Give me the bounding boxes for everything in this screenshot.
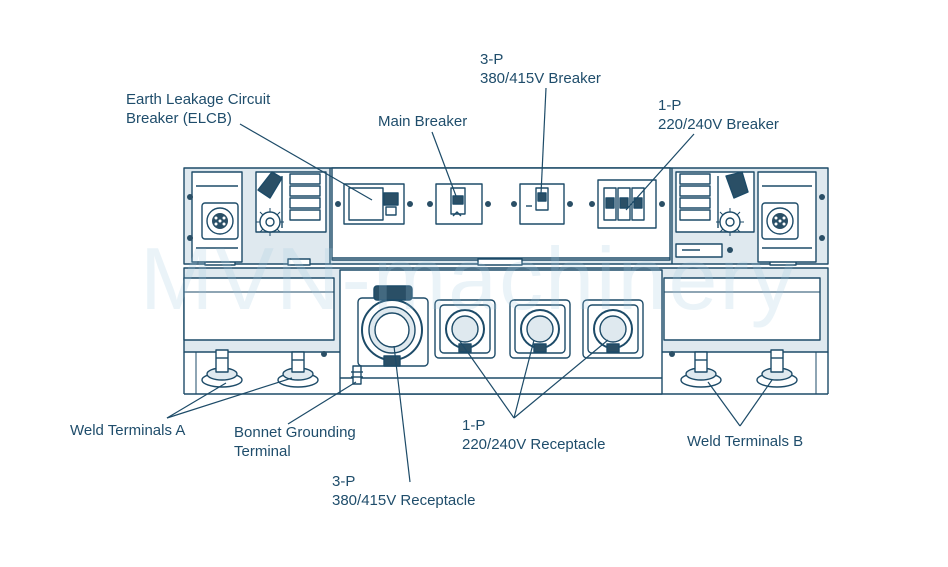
single-phase-breaker-label-line-2: 220/240V Breaker bbox=[658, 116, 779, 133]
single-phase-receptacle-1-icon bbox=[434, 299, 496, 359]
elcb-label-line-2: Breaker (ELCB) bbox=[126, 110, 232, 127]
bonnet-grounding-terminal-icon bbox=[351, 365, 363, 385]
elcb-label-line-1: Earth Leakage Circuit bbox=[126, 91, 271, 108]
single-phase-receptacle-label-line-1: 1-P bbox=[462, 417, 486, 434]
three-phase-receptacle-label-line-1: 3-P bbox=[332, 473, 356, 490]
leader-lines bbox=[166, 87, 773, 483]
single-phase-receptacle-2-icon bbox=[509, 299, 571, 359]
main-breaker bbox=[427, 183, 491, 225]
main-breaker-label-line-1: Main Breaker bbox=[378, 113, 468, 130]
nameplate bbox=[675, 243, 733, 258]
three-phase-receptacle-icon bbox=[357, 285, 429, 367]
bonnet-grounding-label-line-2: Terminal bbox=[234, 443, 291, 460]
weld-terminal-a2-icon bbox=[277, 351, 319, 388]
single-phase-receptacle-3-icon bbox=[582, 299, 644, 359]
weld-terminals-b-label-line-1: Weld Terminals B bbox=[687, 433, 804, 450]
main-breaker-label: Main Breaker bbox=[378, 112, 467, 131]
elcb-label: Earth Leakage Circuit Breaker (ELCB) bbox=[126, 90, 270, 128]
three-phase-breaker-label: 3-P 380/415V Breaker bbox=[480, 50, 601, 88]
weld-terminal-a1-icon bbox=[201, 349, 243, 388]
weld-terminals-a-label-line-1: Weld Terminals A bbox=[70, 422, 186, 439]
single-phase-breaker-label-line-1: 1-P bbox=[658, 97, 682, 114]
three-phase-receptacle-label: 3-P 380/415V Receptacle bbox=[332, 472, 475, 510]
single-phase-receptacle-label: 1-P 220/240V Receptacle bbox=[462, 416, 605, 454]
right-rotary-switch-icon bbox=[675, 171, 755, 236]
left-rotary-switch-icon bbox=[255, 171, 327, 236]
weld-terminals-a-label: Weld Terminals A bbox=[70, 421, 185, 440]
three-phase-receptacle-label-line-2: 380/415V Receptacle bbox=[332, 492, 476, 509]
three-phase-breaker-label-line-1: 3-P bbox=[480, 51, 504, 68]
three-phase-breaker bbox=[511, 183, 573, 225]
three-phase-breaker-label-line-2: 380/415V Breaker bbox=[480, 70, 601, 87]
weld-terminal-b1-icon bbox=[680, 351, 722, 388]
bonnet-grounding-label-line-1: Bonnet Grounding bbox=[234, 424, 356, 441]
single-phase-breaker bbox=[589, 179, 665, 229]
weld-terminal-b2-icon bbox=[756, 349, 798, 388]
lower-panel bbox=[183, 267, 829, 395]
weld-terminals-b-label: Weld Terminals B bbox=[687, 432, 803, 451]
left-multipin-connector-icon bbox=[201, 202, 239, 240]
bonnet-grounding-label: Bonnet Grounding Terminal bbox=[234, 423, 356, 461]
single-phase-breaker-label: 1-P 220/240V Breaker bbox=[658, 96, 779, 134]
elcb-breaker bbox=[335, 183, 413, 225]
single-phase-receptacle-label-line-2: 220/240V Receptacle bbox=[462, 436, 606, 453]
right-multipin-connector-icon bbox=[761, 202, 799, 240]
